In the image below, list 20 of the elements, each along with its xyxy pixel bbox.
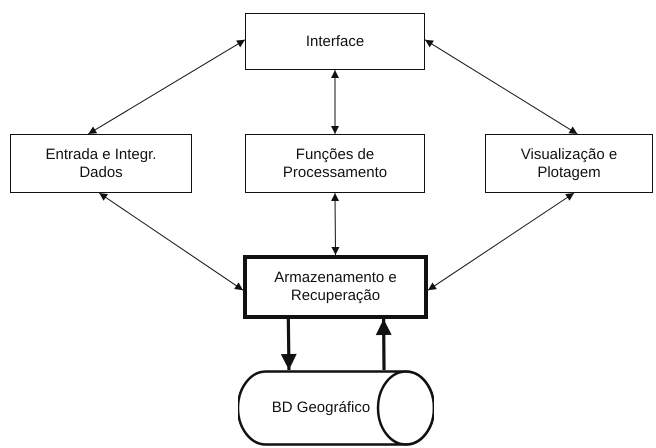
process-box — [245, 134, 425, 193]
arrow — [331, 70, 339, 134]
arrow — [88, 39, 246, 134]
arrow — [280, 318, 297, 370]
arrow — [376, 318, 392, 370]
node-label: Entrada e Integr. Dados — [44, 146, 158, 182]
process-box — [10, 134, 192, 193]
arrow — [98, 192, 244, 291]
node-label: BD Geográfico — [272, 399, 370, 417]
node-label: Visualização e Plotagem — [520, 146, 618, 182]
database-cylinder — [238, 370, 434, 446]
node-label: Armazenamento e Recuperação — [273, 269, 398, 305]
node-label: Interface — [306, 32, 364, 50]
arrow — [428, 192, 575, 291]
node-label: Funções de Processamento — [282, 146, 388, 182]
interface-box — [245, 13, 425, 70]
arrow — [424, 39, 578, 134]
arrow — [331, 192, 340, 256]
storage-box — [243, 255, 428, 319]
process-box — [485, 134, 653, 193]
